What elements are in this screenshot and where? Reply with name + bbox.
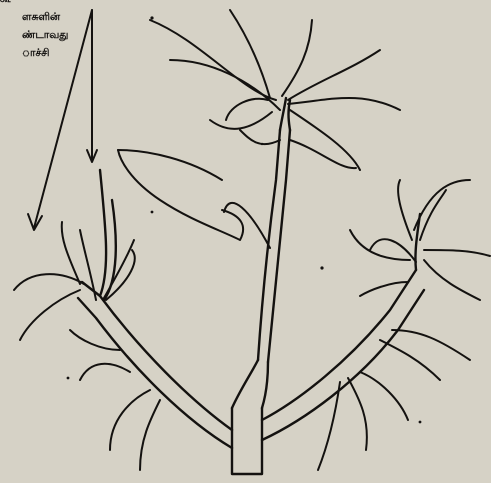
trunk-and-main-branches bbox=[78, 98, 424, 474]
twig bbox=[398, 180, 412, 240]
twig bbox=[20, 290, 80, 340]
twig bbox=[118, 150, 243, 240]
twig bbox=[360, 372, 408, 420]
twig bbox=[104, 240, 134, 298]
twig bbox=[414, 180, 470, 230]
twig bbox=[80, 364, 130, 380]
twig bbox=[282, 20, 312, 96]
speck bbox=[67, 377, 70, 380]
twig bbox=[290, 140, 356, 168]
twig bbox=[62, 222, 80, 284]
left-inner-branch bbox=[100, 170, 106, 296]
trunk-left-edge bbox=[232, 360, 258, 408]
pointer-arrow-left bbox=[34, 10, 92, 228]
twig bbox=[318, 382, 340, 470]
twig bbox=[226, 99, 268, 120]
speck bbox=[150, 16, 153, 19]
left-branch-lower bbox=[78, 298, 232, 448]
pointer-arrows bbox=[28, 10, 97, 230]
twig bbox=[210, 112, 272, 129]
twig bbox=[392, 330, 470, 360]
twig bbox=[288, 50, 380, 100]
trunk-base bbox=[232, 408, 262, 474]
central-stem-right bbox=[268, 130, 290, 362]
twig bbox=[424, 250, 490, 256]
twigs bbox=[14, 10, 490, 470]
twig bbox=[118, 150, 222, 180]
twig bbox=[224, 203, 270, 248]
twig bbox=[14, 274, 84, 290]
speck bbox=[151, 211, 154, 214]
ink-specks bbox=[67, 16, 422, 423]
central-stem-top bbox=[280, 98, 286, 130]
trunk-right-edge bbox=[262, 362, 268, 408]
twig bbox=[288, 98, 400, 110]
twig bbox=[424, 260, 480, 300]
right-branch-lower bbox=[262, 290, 424, 440]
twig bbox=[380, 340, 440, 380]
speck bbox=[320, 266, 323, 269]
twig bbox=[106, 250, 135, 300]
twig bbox=[290, 110, 360, 170]
speck bbox=[261, 143, 263, 145]
twig bbox=[348, 378, 367, 450]
twig bbox=[80, 230, 96, 300]
twig bbox=[170, 60, 280, 110]
twig bbox=[140, 400, 160, 470]
twig bbox=[240, 130, 280, 144]
speck bbox=[419, 421, 422, 424]
